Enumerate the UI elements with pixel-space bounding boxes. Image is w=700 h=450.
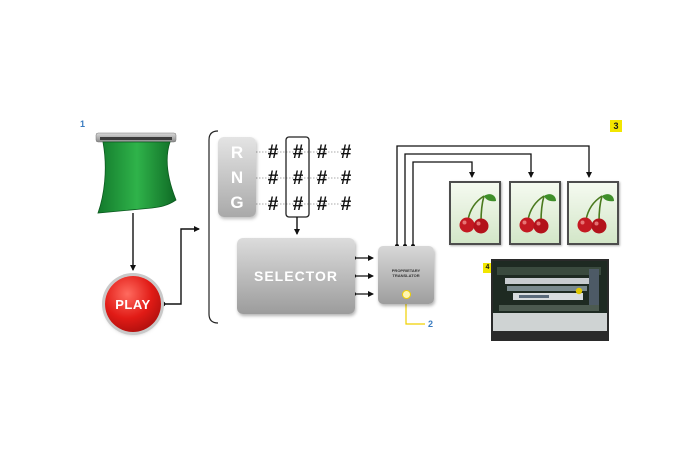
cherry-icon	[519, 194, 556, 234]
grid-number: #	[316, 168, 328, 189]
arrow-play-to-system	[160, 226, 200, 307]
grid-number: #	[340, 142, 352, 163]
reel-window	[567, 181, 619, 245]
system-bracket	[208, 130, 219, 324]
selector-box: SELECTOR	[237, 238, 355, 314]
reel-window	[449, 181, 501, 245]
translator-box: PROPRIETARY TRANSLATOR	[378, 246, 434, 304]
hardware-photo	[491, 259, 609, 341]
grid-number: #	[316, 194, 328, 215]
translator-port-callout	[405, 304, 425, 325]
grid-number: #	[316, 142, 328, 163]
grid-number: #	[292, 142, 304, 163]
grid-number: #	[340, 168, 352, 189]
grid-number: #	[340, 194, 352, 215]
step-marker-1: 1	[80, 119, 86, 129]
grid-number: #	[267, 142, 279, 163]
banknote-icon	[97, 141, 177, 214]
grid-number: #	[292, 194, 304, 215]
play-button[interactable]: PLAY	[105, 276, 161, 332]
selector-label: SELECTOR	[254, 268, 338, 284]
reel-window	[509, 181, 561, 245]
step-marker-4: 4	[483, 263, 492, 273]
translator-port-icon	[402, 290, 411, 299]
cherry-icon	[577, 194, 614, 234]
step-marker-3: 3	[610, 120, 622, 132]
rng-letter-n: N	[230, 168, 244, 187]
rng-letter-r: R	[230, 143, 244, 162]
grid-connectors	[256, 151, 344, 205]
step-marker-2: 2	[428, 319, 434, 329]
rng-panel: R N G	[218, 137, 256, 217]
grid-number: #	[267, 168, 279, 189]
rng-letter-g: G	[230, 193, 244, 212]
play-button-label: PLAY	[115, 296, 151, 312]
circuit-board-image	[493, 261, 607, 339]
bill-slot-icon	[95, 132, 177, 143]
cherry-icon	[459, 194, 496, 234]
translator-label: PROPRIETARY TRANSLATOR	[391, 268, 421, 278]
grid-number: #	[292, 168, 304, 189]
selector-to-translator-arrows	[352, 255, 374, 297]
grid-number: #	[267, 194, 279, 215]
